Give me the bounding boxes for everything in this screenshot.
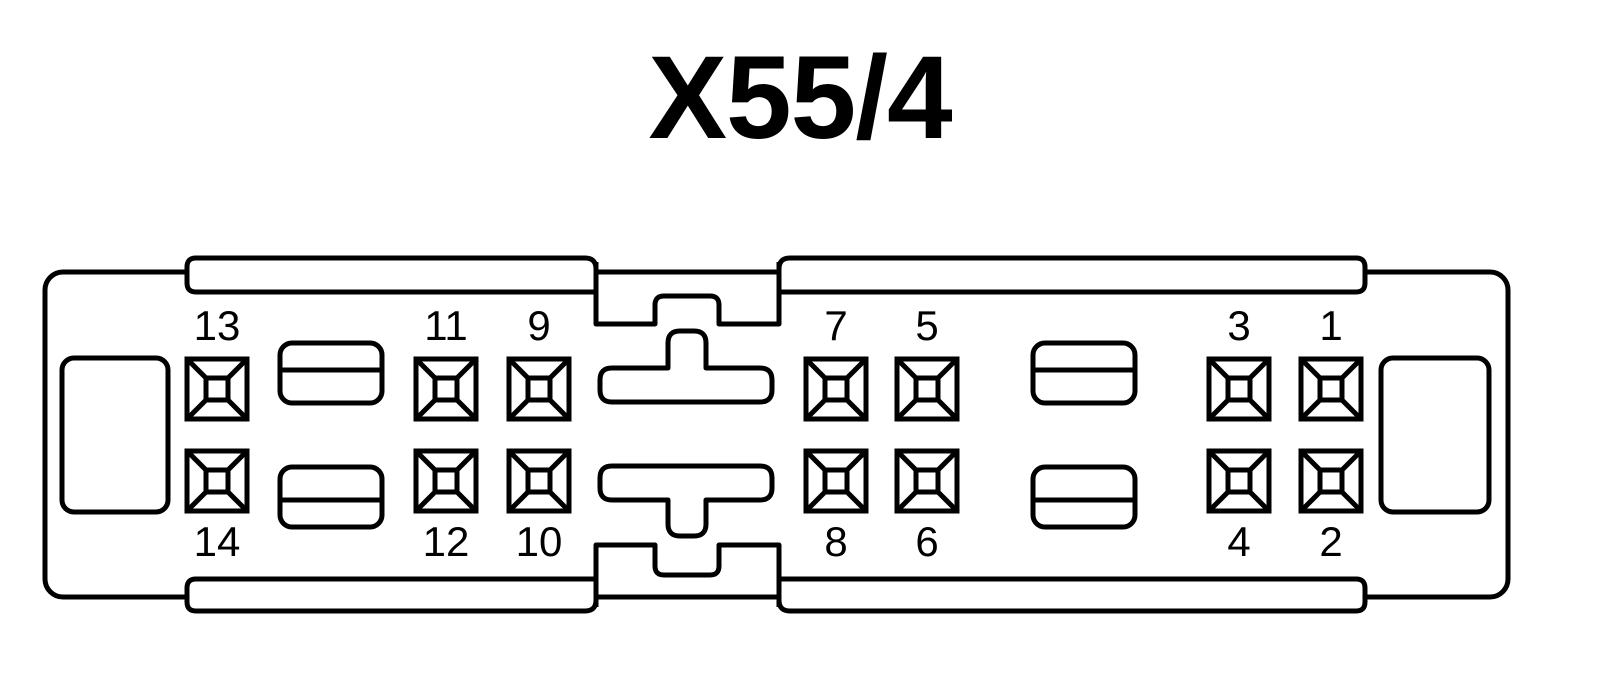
connector-title: X55/4 [648,32,952,164]
pin-terminal [1298,448,1364,514]
left-side-block [59,355,171,515]
pin-terminal [803,448,869,514]
pin-number-label: 6 [915,518,938,565]
pin-number-label: 12 [423,518,470,565]
top-right-rail [776,255,1368,295]
pin-terminal [894,448,960,514]
key-slot-top-right [1030,340,1138,406]
bottom-center-notch [593,542,782,607]
pin-number-label: 10 [516,518,563,565]
pin-number-label: 8 [824,518,847,565]
pin-number-label: 14 [194,518,241,565]
pin-number-label: 1 [1319,302,1342,349]
center-key-bottom [597,463,775,539]
pin-number-label: 11 [424,302,468,349]
pin-number-label: 2 [1319,518,1342,565]
bottom-right-rail [776,576,1368,614]
pin-number-label: 3 [1227,302,1250,349]
bottom-left-rail [184,576,599,614]
pin-terminal [506,448,572,514]
pin-terminal [184,448,250,514]
key-slot-bottom-left [277,464,385,530]
pin-terminal [413,356,479,422]
top-left-rail [184,255,599,295]
pin-number-label: 9 [527,302,550,349]
pin-number-label: 7 [824,302,847,349]
pin-terminal [894,356,960,422]
pin-terminal [803,356,869,422]
pin-terminal [184,356,250,422]
key-slot-top-left [277,340,385,406]
pin-terminal [506,356,572,422]
pin-terminal [413,448,479,514]
pin-number-label: 13 [194,302,241,349]
pin-terminal [1298,356,1364,422]
center-key-top [597,328,775,405]
right-side-block [1378,355,1492,515]
pin-terminal [1206,356,1272,422]
pin-number-label: 5 [915,302,938,349]
key-slot-bottom-right [1030,464,1138,530]
pin-number-label: 4 [1227,518,1250,565]
pin-terminal [1206,448,1272,514]
top-center-notch [593,262,782,327]
